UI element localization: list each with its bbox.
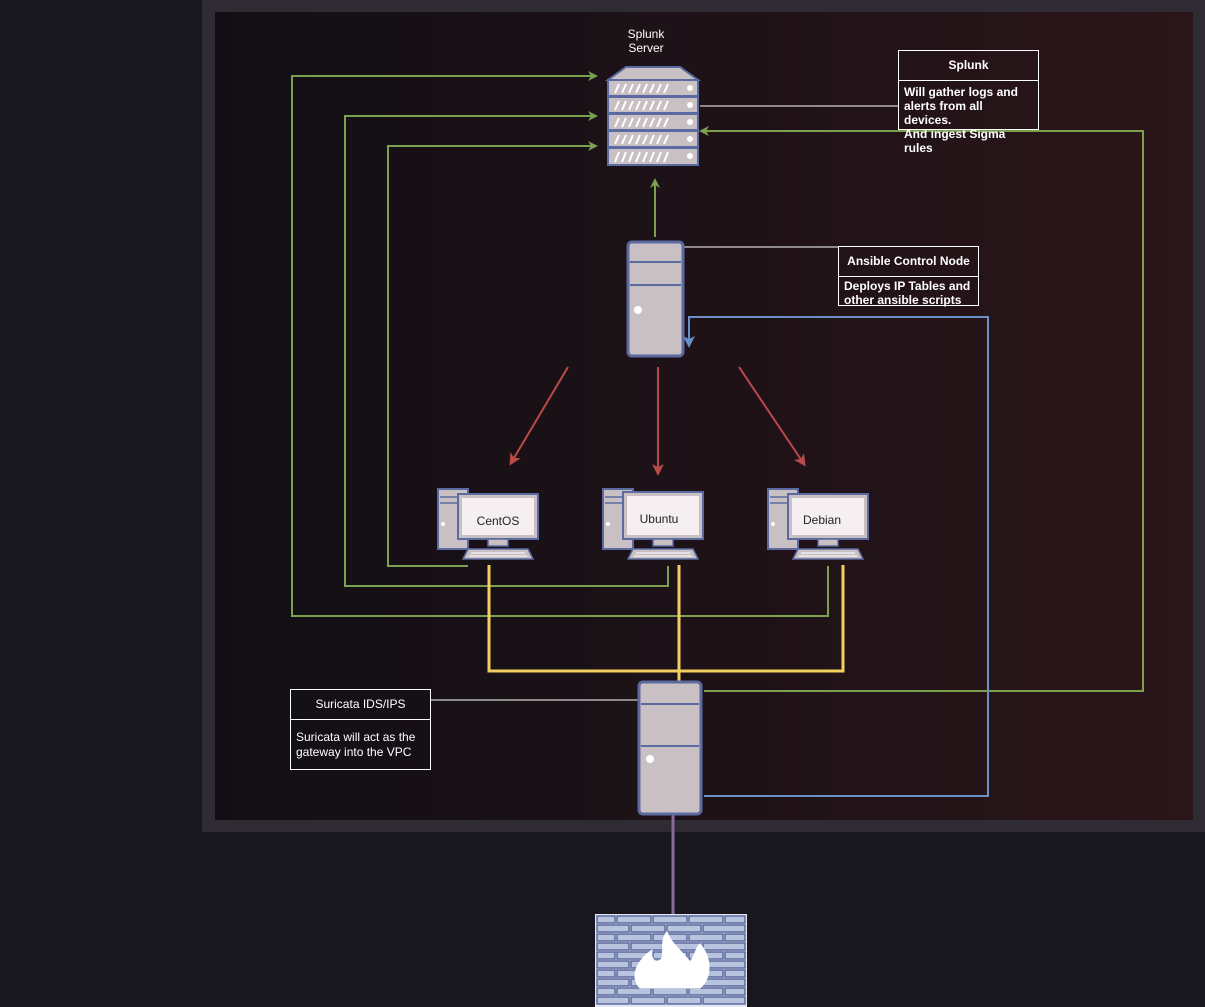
log-flow-lines [291,71,1144,692]
splunk-note-body: Will gather logs and alerts from all dev… [899,81,1038,159]
ansible-note-body: Deploys IP Tables and other ansible scri… [839,277,978,311]
ubuntu-label: Ubuntu [640,512,679,526]
annotation-connectors [431,105,898,701]
network-links [487,565,845,690]
deploy-centos-arrow [509,366,569,466]
centos-workstation-icon [437,488,539,560]
splunk-server-label-line2: Server [628,41,663,55]
ansible-deploy-arrows [509,366,806,476]
ansible-note: Ansible Control Node Deploys IP Tables a… [838,246,979,307]
debian-label: Debian [803,513,841,527]
splunk-note-line: And ingest Sigma rules [904,127,1006,155]
management-link [683,316,989,797]
splunk-server-label-line1: Splunk [628,27,666,41]
centos-label: CentOS [477,514,520,528]
splunk-server-icon [604,66,702,166]
suricata-server-icon [637,680,703,816]
suricata-note: Suricata IDS/IPS Suricata will act as th… [290,689,431,770]
splunk-note-title: Splunk [899,51,1038,81]
firewall-icon [595,914,747,1007]
suricata-note-body: Suricata will act as the gateway into th… [291,720,430,764]
ubuntu-workstation-icon [602,488,704,560]
ansible-note-line: other ansible scripts [844,293,962,307]
centos-network-link [487,565,845,673]
splunk-note-line: Will gather logs and [904,85,1018,99]
splunk-note-line: alerts from all devices. [904,99,983,127]
debian-workstation-icon [767,488,869,560]
suricata-log-line [699,126,1144,692]
ubuntu-log-line [344,111,669,587]
suricata-note-line: gateway into the VPC [296,745,412,759]
debian-log-line [291,71,829,617]
ansible-control-node-icon [626,240,685,358]
vpc-area [215,12,1193,820]
ansible-note-line: Deploys IP Tables and [844,279,971,293]
centos-log-line [387,141,598,567]
ansible-note-title: Ansible Control Node [839,247,978,277]
suricata-note-line: Suricata will act as the [296,730,416,744]
deploy-debian-arrow [738,366,806,467]
splunk-note: Splunk Will gather logs and alerts from … [898,50,1039,155]
suricata-note-title: Suricata IDS/IPS [291,690,430,720]
firewall-flame-icon [634,931,710,989]
